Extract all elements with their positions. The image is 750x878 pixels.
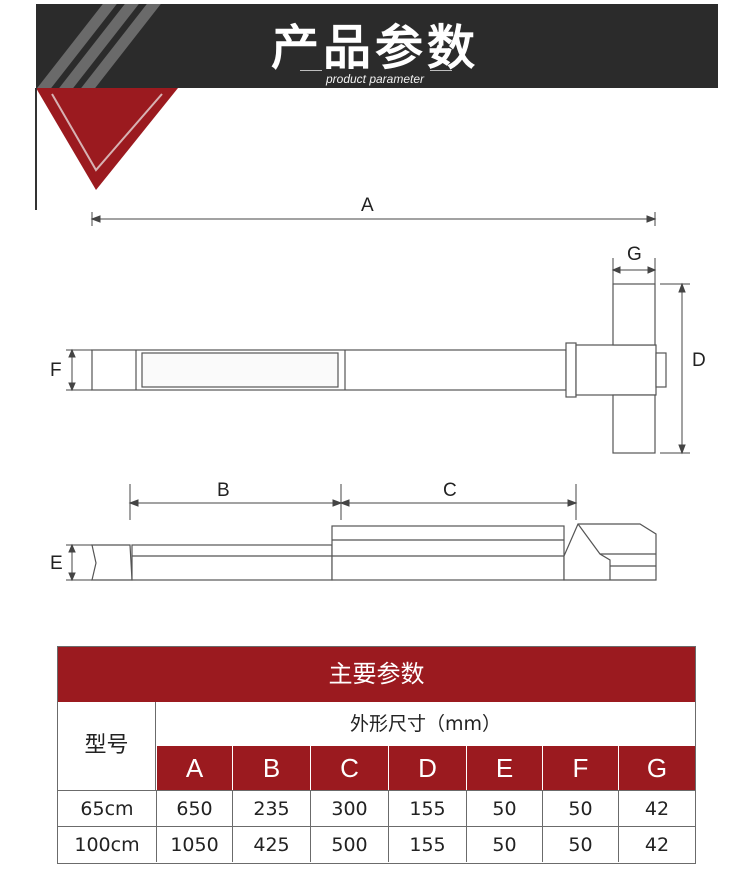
table-cell: 300 [310, 790, 388, 826]
table-cell: 155 [388, 790, 466, 826]
table-cell: 500 [310, 826, 388, 862]
dimension-g [611, 258, 657, 284]
model-header: 型号 [58, 702, 156, 791]
dimension-c [339, 484, 578, 520]
subtitle-rule-right [430, 70, 452, 71]
table-cell: 50 [542, 826, 618, 862]
table-cell: 425 [232, 826, 310, 862]
top-view-bar [91, 283, 667, 454]
dimension-label-b: B [217, 480, 230, 501]
dimension-e [66, 543, 92, 582]
row-model: 100cm [58, 826, 156, 862]
table-cell: 50 [542, 790, 618, 826]
table-cell: 42 [618, 790, 695, 826]
page-title: 产品参数 [270, 20, 479, 76]
table-cell: 1050 [156, 826, 232, 862]
dimension-a [90, 212, 657, 226]
dimension-b [128, 484, 343, 520]
table-cell: 235 [232, 790, 310, 826]
product-diagram [35, 88, 690, 582]
table-cell: 155 [388, 826, 466, 862]
table-cell: 650 [156, 790, 232, 826]
dimension-d [660, 282, 690, 455]
page-subtitle: product parameter [325, 72, 425, 86]
table-cell: 50 [466, 790, 542, 826]
column-header-a: A [156, 746, 232, 790]
dimension-label-f: F [50, 360, 62, 381]
subtitle-rule-left [300, 70, 322, 71]
column-header-c: C [310, 746, 388, 790]
dimension-label-e: E [50, 553, 63, 574]
column-header-d: D [388, 746, 466, 790]
dimension-label-d: D [692, 350, 706, 371]
table-title: 主要参数 [58, 647, 695, 702]
row-model: 65cm [58, 790, 156, 826]
dimension-label-a: A [361, 195, 374, 216]
table-cell: 50 [466, 826, 542, 862]
size-header: 外形尺寸（mm） [156, 702, 695, 747]
column-header-e: E [466, 746, 542, 790]
dimension-label-c: C [443, 480, 457, 501]
parameter-table: 主要参数 型号 外形尺寸（mm） A B C D E F G 65cm 650 … [57, 646, 696, 864]
column-header-f: F [542, 746, 618, 790]
triangle-inner-line [51, 93, 163, 172]
dimension-f [66, 348, 92, 392]
dimension-label-g: G [627, 244, 642, 265]
column-header-b: B [232, 746, 310, 790]
side-view-bar [91, 523, 657, 581]
table-cell: 42 [618, 826, 695, 862]
column-header-g: G [618, 746, 695, 790]
red-triangle-decoration [36, 88, 178, 190]
